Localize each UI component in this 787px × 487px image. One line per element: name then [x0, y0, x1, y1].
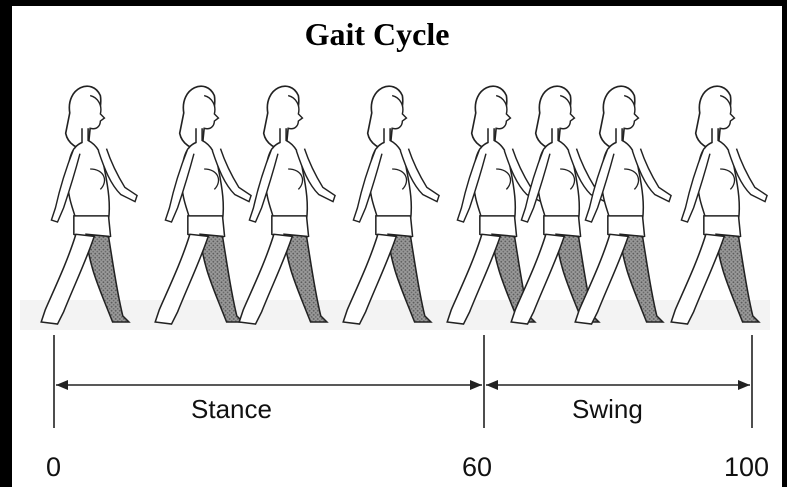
- stance-arrowhead-right: [470, 380, 482, 390]
- tick-label-60: 60: [462, 452, 492, 483]
- figure-1: [41, 86, 137, 324]
- figure-2: [155, 86, 251, 324]
- swing-label: Swing: [572, 394, 643, 425]
- figure-8: [671, 86, 767, 324]
- figure-7: [575, 86, 671, 324]
- swing-arrowhead-left: [486, 380, 498, 390]
- stance-arrowhead-left: [56, 380, 68, 390]
- figure-3: [239, 86, 335, 324]
- swing-arrowhead-right: [738, 380, 750, 390]
- tick-label-100: 100: [724, 452, 769, 483]
- figure-4: [343, 86, 439, 324]
- stance-label: Stance: [191, 394, 272, 425]
- gait-figures-illustration: [12, 6, 782, 487]
- ground-band: [20, 300, 770, 330]
- tick-label-0: 0: [46, 452, 61, 483]
- diagram-panel: Gait Cycle: [12, 6, 782, 487]
